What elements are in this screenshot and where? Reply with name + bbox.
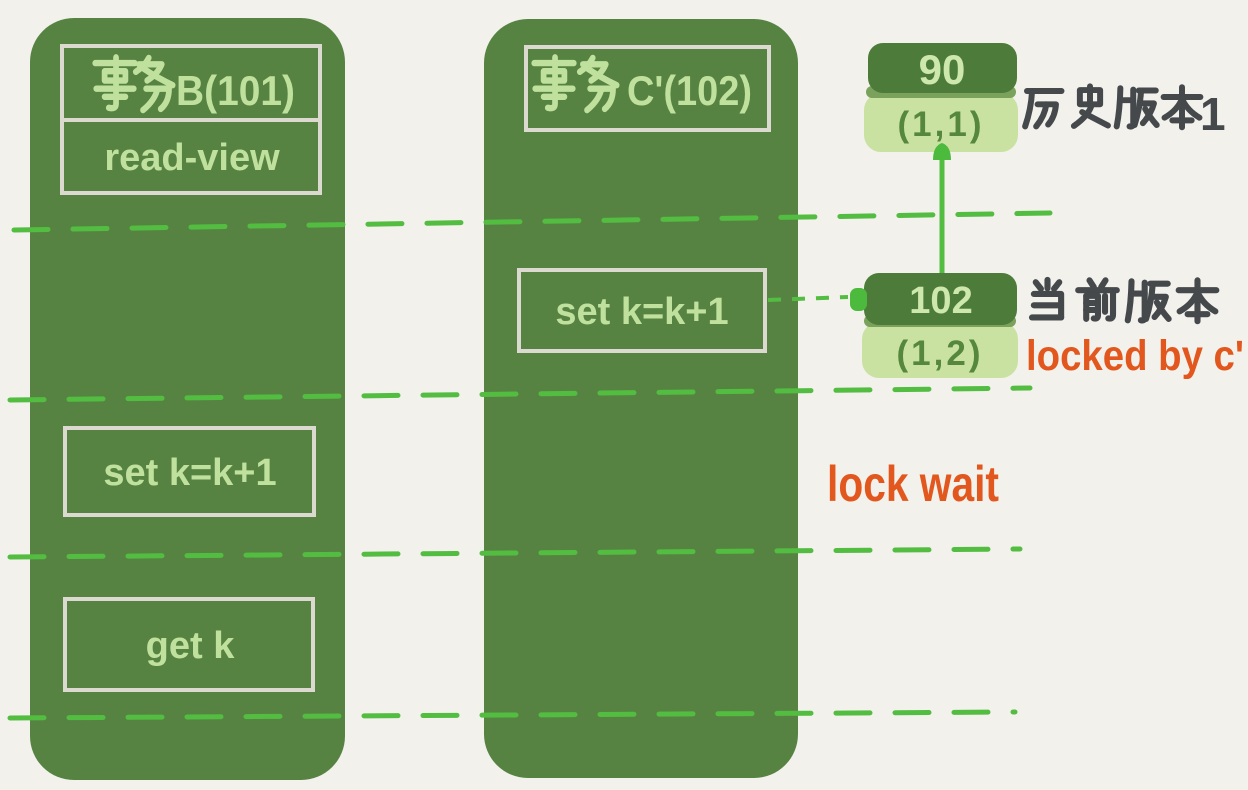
svg-text:90: 90	[919, 46, 966, 93]
svg-text:(1,1): (1,1)	[898, 105, 985, 144]
svg-text:C'(102): C'(102)	[627, 67, 752, 114]
svg-text:B(101): B(101)	[176, 67, 295, 114]
svg-text:read-view: read-view	[104, 137, 280, 179]
svg-text:1: 1	[1200, 88, 1226, 140]
svg-text:get k: get k	[146, 625, 236, 667]
svg-text:(1,2): (1,2)	[897, 334, 984, 373]
svg-text:locked by c': locked by c'	[1026, 332, 1244, 380]
svg-text:set k=k+1: set k=k+1	[555, 291, 728, 333]
svg-text:102: 102	[909, 280, 972, 322]
svg-text:lock wait: lock wait	[827, 456, 999, 512]
svg-text:set k=k+1: set k=k+1	[103, 452, 276, 494]
